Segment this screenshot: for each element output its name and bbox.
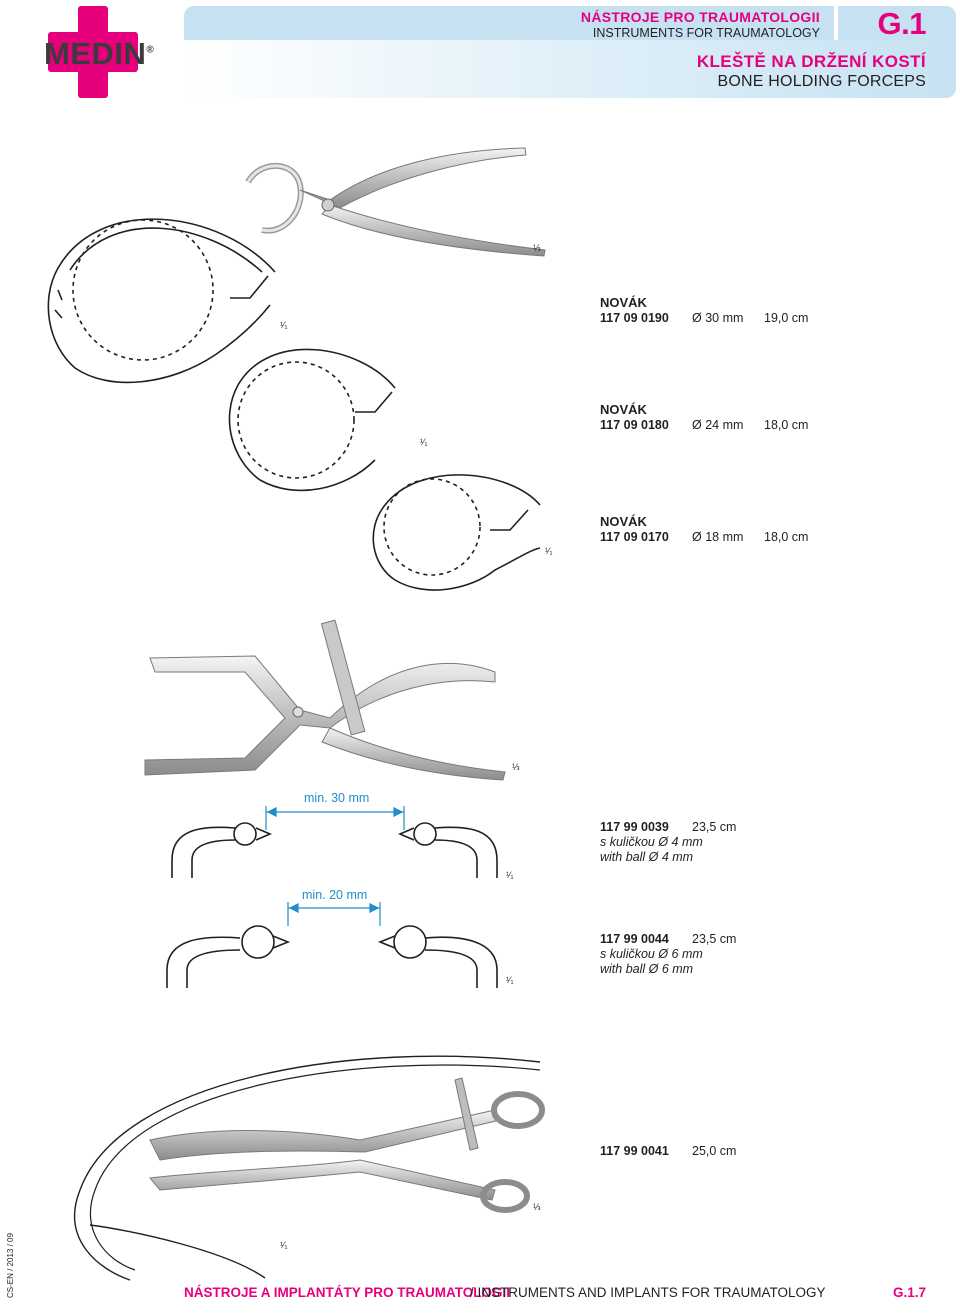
novak-forceps-photo [245, 147, 546, 257]
product-note-en: with ball Ø 4 mm [600, 850, 694, 864]
footer-title-en: / INSTRUMENTS AND IMPLANTS FOR TRAUMATOL… [470, 1285, 826, 1300]
scale-one-2: ¹⁄₁ [420, 437, 428, 447]
product-note-cz: s kuličkou Ø 6 mm [600, 947, 703, 961]
product-length: 18,0 cm [764, 418, 809, 432]
product-name: NOVÁK [600, 514, 647, 529]
page-number: G.1.7 [893, 1285, 927, 1300]
product-diameter: Ø 18 mm [692, 530, 744, 544]
scale-one-5: ¹⁄₁ [506, 975, 514, 985]
header-category-bar: NÁSTROJE PRO TRAUMATOLOGII INSTRUMENTS F… [184, 6, 834, 40]
header-category-en: INSTRUMENTS FOR TRAUMATOLOGY [592, 26, 820, 40]
product-name: NOVÁK [600, 295, 647, 310]
product-code: 117 99 0044 [600, 932, 669, 946]
product-diameter: Ø 24 mm [692, 418, 744, 432]
dimension-30mm [265, 806, 405, 830]
product-length: 23,5 cm [692, 820, 737, 834]
ball-forceps-photo [144, 619, 506, 781]
product-note-en: with ball Ø 6 mm [600, 962, 694, 976]
page-title-en: BONE HOLDING FORCEPS [717, 73, 926, 90]
side-document-code: CS-EN / 2013 / 09 [6, 1233, 15, 1298]
min-opening-20: min. 20 mm [302, 888, 368, 902]
scale-third-1: ⅓ [533, 243, 541, 253]
novak-jaw-24mm [228, 348, 396, 492]
ball-tips-6mm [166, 925, 498, 988]
product-length: 19,0 cm [764, 311, 809, 325]
scale-third-2: ⅓ [512, 762, 520, 772]
product-length: 18,0 cm [764, 530, 809, 544]
min-opening-30: min. 30 mm [304, 791, 370, 805]
product-note-cz: s kuličkou Ø 4 mm [600, 835, 703, 849]
ball-tips-4mm [171, 822, 498, 878]
header-title-bar [184, 40, 956, 98]
footer-title-cz: NÁSTROJE A IMPLANTÁTY PRO TRAUMATOLOGII [184, 1285, 511, 1300]
logo-wordmark: MEDIN® [44, 36, 155, 71]
dimension-20mm [287, 902, 381, 926]
scale-one-3: ¹⁄₁ [545, 546, 553, 556]
scale-one-1: ¹⁄₁ [280, 320, 288, 330]
novak-jaw-30mm [47, 218, 276, 384]
large-curved-forceps [73, 1055, 545, 1281]
product-code: 117 09 0190 [600, 311, 669, 325]
section-code: G.1 [877, 6, 927, 41]
header-category-cz: NÁSTROJE PRO TRAUMATOLOGII [580, 9, 820, 25]
product-length: 25,0 cm [692, 1144, 737, 1158]
page-title-cz: KLEŠTĚ NA DRŽENÍ KOSTÍ [696, 52, 926, 71]
product-code: 117 09 0170 [600, 530, 669, 544]
product-length: 23,5 cm [692, 932, 737, 946]
product-code: 117 99 0041 [600, 1144, 669, 1158]
scale-one-4: ¹⁄₁ [506, 870, 514, 880]
scale-third-3: ⅓ [533, 1202, 541, 1212]
product-diameter: Ø 30 mm [692, 311, 744, 325]
product-code: 117 09 0180 [600, 418, 669, 432]
novak-jaw-18mm [372, 474, 541, 591]
scale-one-6: ¹⁄₁ [280, 1240, 288, 1250]
product-name: NOVÁK [600, 402, 647, 417]
product-code: 117 99 0039 [600, 820, 669, 834]
logo-cross-horizontal [48, 32, 138, 72]
header-section-badge: G.1 [838, 6, 956, 41]
